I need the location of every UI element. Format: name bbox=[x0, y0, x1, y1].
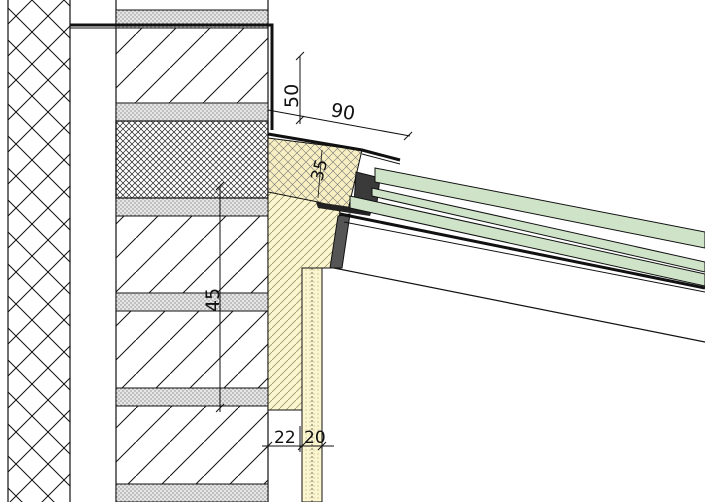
dimension-50: 50 bbox=[281, 51, 305, 125]
dim-label-50: 50 bbox=[281, 84, 303, 108]
dimension-90: 90 bbox=[267, 99, 413, 141]
glazing bbox=[333, 167, 705, 343]
dimension-45: 45 bbox=[202, 181, 225, 413]
dim-label-45: 45 bbox=[202, 288, 224, 312]
dim-label-22: 22 bbox=[274, 428, 296, 448]
cover-flashing bbox=[267, 132, 401, 165]
dimension-22-20: 22 20 bbox=[262, 426, 334, 452]
inner-lining bbox=[301, 267, 323, 502]
parapet-flashing bbox=[70, 23, 274, 130]
exterior-insulation-layer bbox=[7, 0, 71, 502]
masonry-wall bbox=[115, 0, 269, 502]
dim-label-20: 20 bbox=[304, 428, 326, 448]
dim-label-90: 90 bbox=[329, 99, 357, 125]
